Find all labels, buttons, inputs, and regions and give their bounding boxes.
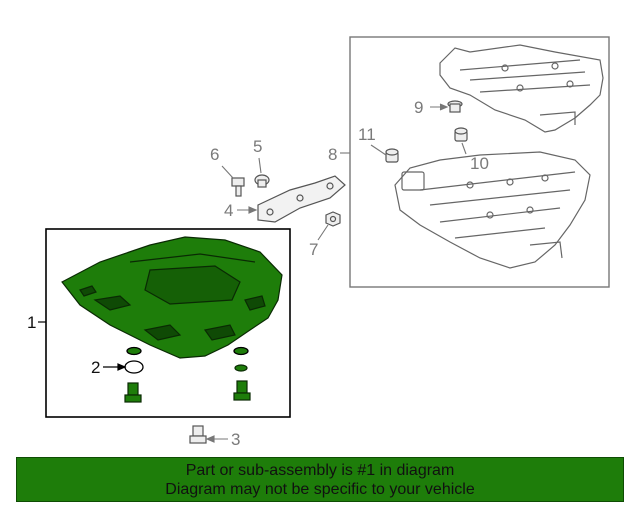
callout-11: 11: [358, 125, 376, 144]
leader-line-3: [205, 435, 228, 443]
part-10-plug: [454, 127, 468, 142]
callout-5: 5: [253, 137, 262, 156]
leader-line-2: [103, 363, 127, 371]
part-5-clip: [254, 174, 270, 188]
part-4-bracket: [257, 175, 346, 223]
callout-4: 4: [224, 201, 233, 220]
callout-2: 2: [91, 358, 100, 377]
leader-lines-5-6: [221, 157, 262, 179]
part-9-clip: [447, 100, 463, 113]
part-1-undercover-shield: [61, 236, 283, 359]
part-6-bolt: [231, 177, 245, 197]
banner-line-2: Diagram may not be specific to your vehi…: [165, 481, 475, 498]
callout-3: 3: [231, 430, 240, 449]
callout-10: 10: [470, 154, 489, 173]
callout-1: 1: [27, 313, 36, 332]
callout-7: 7: [309, 240, 318, 259]
frame-upper-panel: [439, 44, 604, 133]
callout-6: 6: [210, 145, 219, 164]
part-1-bolts: [124, 364, 251, 403]
callout-8: 8: [328, 145, 337, 164]
frame-lower-panel: [394, 151, 591, 269]
part-11-nut: [385, 148, 399, 163]
leader-line-4: [237, 206, 258, 214]
banner-line-1: Part or sub-assembly is #1 in diagram: [185, 462, 455, 479]
leader-lines-right: [340, 103, 467, 156]
part-3-bolt: [189, 425, 207, 444]
diagram-notice-banner: Part or sub-assembly is #1 in diagram Di…: [16, 457, 624, 502]
callout-9: 9: [414, 98, 423, 117]
leader-line-7: [317, 224, 329, 241]
part-7-nut: [325, 211, 341, 227]
